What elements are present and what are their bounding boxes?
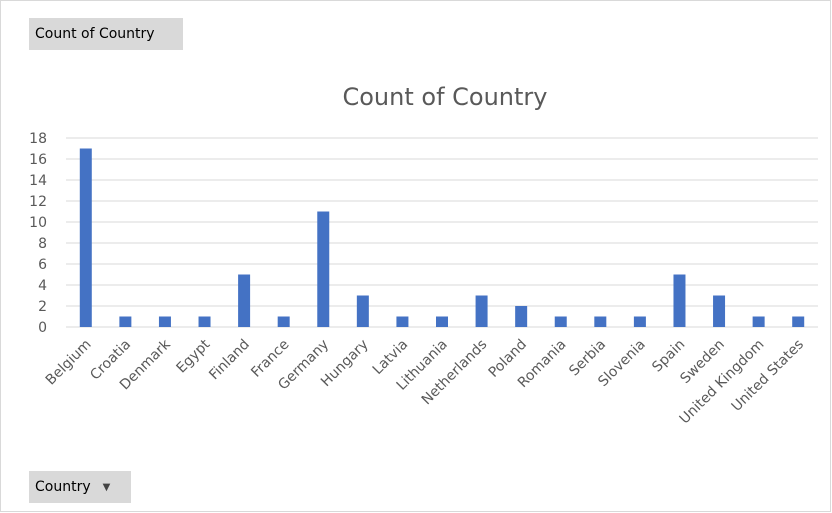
y-tick-label: 2: [38, 299, 47, 315]
x-tick-label: Belgium: [43, 337, 95, 389]
chart-bars: [79, 148, 805, 327]
bar-romania: [554, 316, 567, 327]
axis-field-label: Country: [35, 479, 91, 495]
y-tick-label: 6: [38, 257, 47, 273]
bar-united-kingdom: [752, 316, 765, 327]
x-tick-label: United States: [729, 337, 807, 415]
bar-poland: [515, 306, 528, 327]
y-tick-label: 0: [38, 320, 47, 336]
axis-field-button[interactable]: Country ▼: [29, 471, 131, 503]
bar-germany: [317, 211, 330, 327]
bar-lithuania: [436, 316, 448, 327]
bar-finland: [238, 274, 251, 327]
y-tick-label: 18: [29, 131, 47, 147]
bar-spain: [673, 274, 686, 327]
bar-hungary: [356, 295, 369, 327]
x-tick-label: Finland: [206, 337, 253, 384]
bar-belgium: [79, 148, 92, 327]
dropdown-arrow-icon: ▼: [102, 481, 111, 493]
y-tick-label: 14: [29, 173, 47, 189]
chart-title: Count of Country: [342, 83, 547, 111]
y-tick-label: 16: [29, 152, 47, 168]
y-axis-tick-labels: 0 2 4 6 8 10 12 14 16 18: [29, 131, 47, 336]
bar-serbia: [594, 316, 607, 327]
bar-latvia: [396, 316, 409, 327]
bar-netherlands: [475, 295, 488, 327]
values-field-label: Count of Country: [35, 26, 155, 42]
bar-slovenia: [633, 316, 646, 327]
bar-croatia: [119, 316, 132, 327]
y-tick-label: 12: [29, 194, 47, 210]
y-tick-label: 8: [38, 236, 47, 252]
bar-united-states: [792, 316, 805, 327]
bar-sweden: [713, 295, 726, 327]
chart-gridlines: [66, 137, 818, 328]
y-tick-label: 4: [38, 278, 47, 294]
y-tick-label: 10: [29, 215, 47, 231]
values-field-button[interactable]: Count of Country: [29, 18, 183, 50]
bar-denmark: [158, 316, 171, 327]
bar-egypt: [198, 316, 211, 327]
bar-france: [277, 316, 290, 327]
